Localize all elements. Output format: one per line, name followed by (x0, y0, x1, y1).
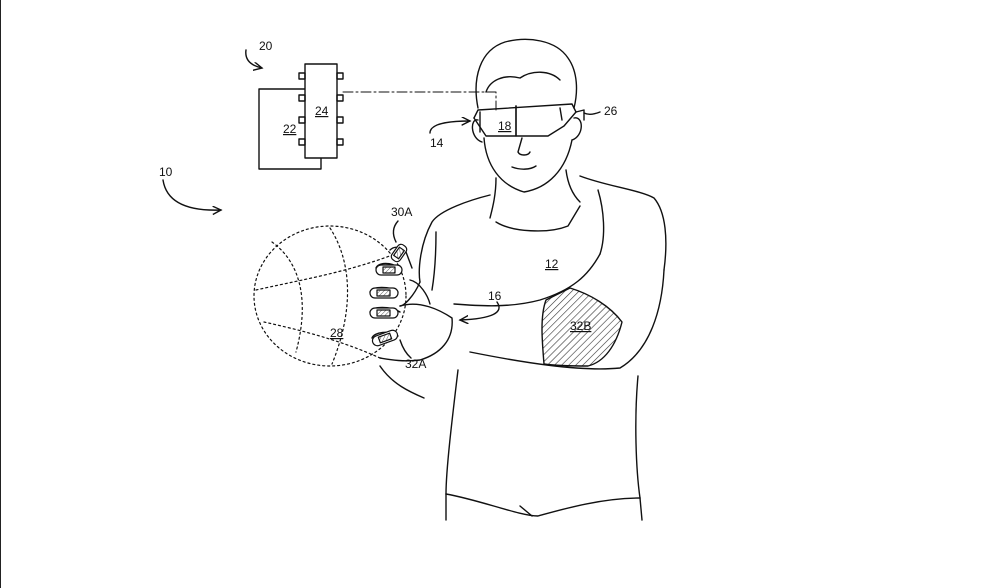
sensor-30a (390, 243, 409, 263)
right-ear (572, 118, 581, 140)
leader-14 (430, 121, 470, 133)
sensor-finger-2 (376, 265, 402, 275)
ref-18: 18 (498, 119, 512, 133)
ref-26: 26 (604, 104, 618, 118)
leader-32A (400, 340, 411, 358)
jaw (484, 138, 572, 192)
ball-seam-4 (264, 322, 380, 358)
ref-24: 24 (315, 104, 329, 118)
leader-30A (393, 221, 398, 242)
ball-seam-2 (330, 228, 348, 364)
torso-left-upper (432, 232, 436, 290)
leg-right (640, 498, 642, 520)
ref-12: 12 (545, 257, 559, 271)
ref-30a: 30A (391, 205, 412, 219)
ref-16: 16 (488, 289, 502, 303)
sensor-32a (371, 329, 399, 347)
wireless-link (343, 92, 496, 110)
person (380, 39, 666, 520)
computer-device (259, 64, 496, 169)
ref-32b: 32B (570, 319, 591, 333)
lens-inner-right (560, 108, 562, 120)
headset (474, 104, 584, 136)
ref-14: 14 (430, 136, 444, 150)
ref-28: 28 (330, 326, 344, 340)
ref-32a: 32A (405, 357, 426, 371)
sensor-finger-4 (370, 308, 398, 318)
left-arm-top (400, 282, 420, 306)
ref-10: 10 (159, 165, 173, 179)
sensor-finger-3 (370, 288, 398, 298)
ball-seam-1 (272, 242, 302, 352)
shirt-hem (446, 494, 640, 516)
leader-10 (163, 180, 221, 210)
torso-left (446, 370, 458, 494)
head-outline (476, 39, 576, 108)
leader-26 (584, 112, 600, 114)
ref-20: 20 (259, 39, 273, 53)
left-shoulder (419, 195, 490, 282)
finger-sensors (370, 243, 408, 347)
lens-right (516, 106, 576, 136)
mouth (512, 166, 536, 169)
sleeve-seam (598, 190, 604, 254)
hairline (486, 72, 560, 92)
collar (496, 206, 580, 231)
nose (518, 138, 530, 155)
right-shoulder (580, 176, 666, 270)
torso-right (636, 376, 640, 498)
ref-22: 22 (283, 122, 297, 136)
